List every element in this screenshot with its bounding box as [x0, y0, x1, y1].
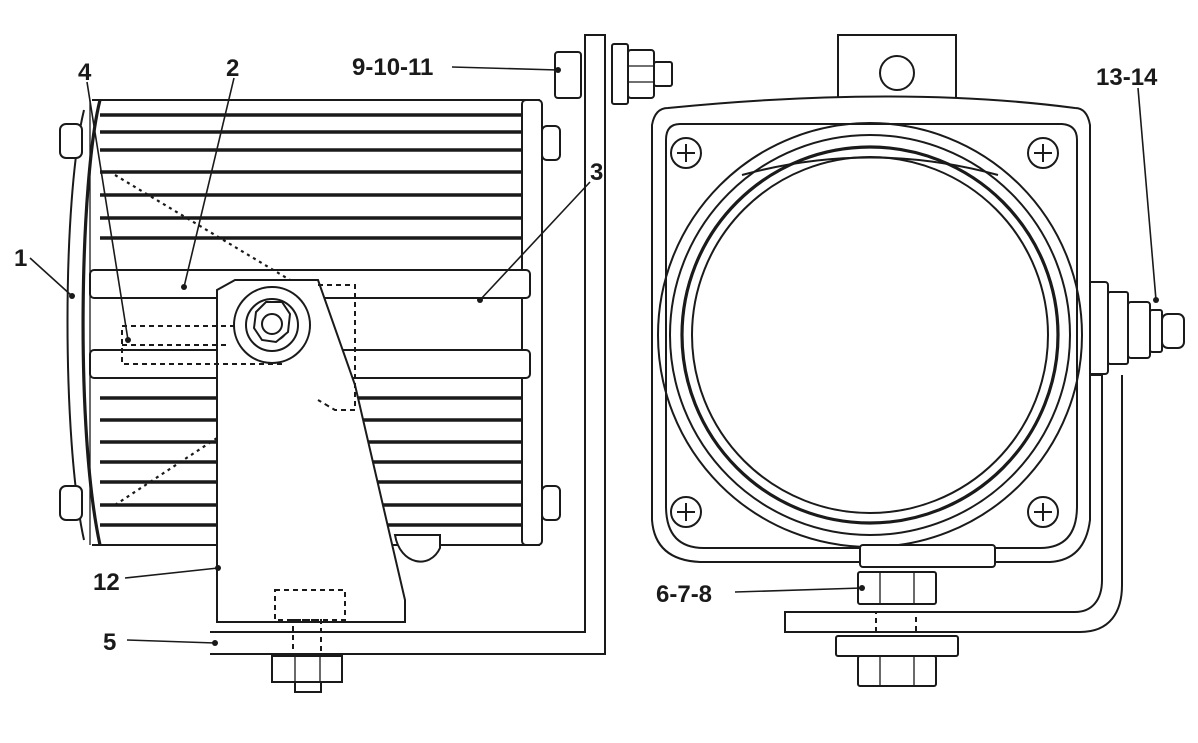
mounting-plate-part-12 [216, 279, 406, 623]
callout-labels: 1 2 3 4 5 12 9-10-11 13-14 6-7-8 [14, 54, 1158, 656]
callout-3: 3 [590, 159, 603, 186]
bottom-bolt [271, 619, 343, 693]
hardware-part-9-10-11 [554, 43, 673, 105]
callout-9-10-11: 9-10-11 [352, 54, 433, 81]
hardware-part-6-7-8 [835, 571, 959, 687]
top-mounting-tab [837, 34, 957, 106]
screw-top-left [670, 137, 702, 169]
leader-lines [29, 66, 1159, 646]
screw-top-right [1027, 137, 1059, 169]
callout-6-7-8: 6-7-8 [656, 581, 712, 608]
screw-bottom-left [670, 496, 702, 528]
front-lens [657, 122, 1083, 548]
lamp-side-view [59, 34, 673, 693]
front-housing [651, 95, 1091, 563]
adjustment-bolt-part-4 [121, 286, 311, 365]
callout-5: 5 [103, 629, 116, 656]
housing-screws [59, 123, 561, 521]
callout-2: 2 [226, 55, 239, 82]
bottom-connector [859, 544, 996, 568]
bracket-part-5 [210, 34, 606, 655]
callout-1: 1 [14, 245, 27, 272]
lamp-front-view [651, 34, 1185, 687]
screw-bottom-right [1027, 496, 1059, 528]
callout-4: 4 [78, 59, 92, 86]
front-screws [670, 137, 1059, 528]
callout-13-14: 13-14 [1096, 64, 1158, 91]
lamp-housing-part-2 [59, 99, 561, 563]
callout-12: 12 [93, 569, 120, 596]
